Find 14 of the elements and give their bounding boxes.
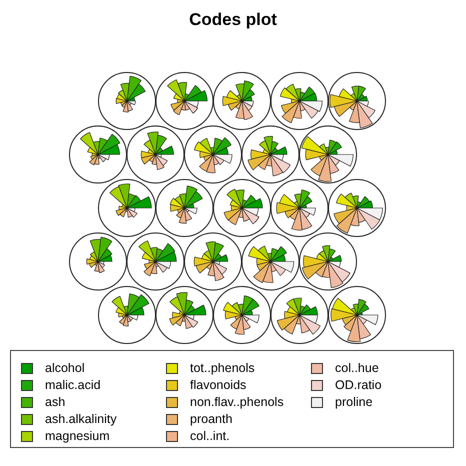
chart-title: Codes plot (188, 10, 278, 30)
legend-label: flavonoids (190, 378, 246, 392)
legend-label: col..int. (190, 429, 230, 443)
legend-label: tot..phenols (190, 361, 255, 375)
legend-label: proline (335, 395, 373, 409)
legend-label: OD.ratio (335, 378, 382, 392)
legend-label: proanth (190, 412, 232, 426)
legend-label: alcohol (45, 361, 85, 375)
legend-label: ash.alkalinity (45, 412, 117, 426)
legend-label: malic.acid (45, 378, 101, 392)
legend-label: magnesium (45, 429, 110, 443)
legend-label: col..hue (335, 361, 379, 375)
legend-label: ash (45, 395, 66, 409)
legend-label: non.flav..phenols (190, 395, 284, 409)
